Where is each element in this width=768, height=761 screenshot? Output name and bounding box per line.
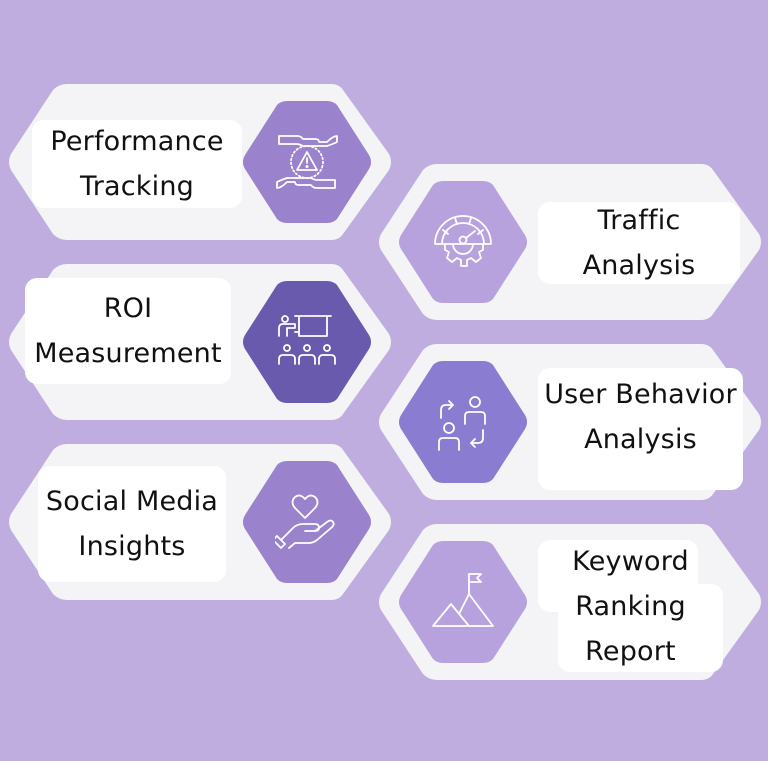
label-line-2: Analysis	[584, 424, 697, 455]
card-traffic-analysis: Traffic Analysis	[375, 162, 765, 322]
label-box: Social Media Insights	[38, 466, 226, 582]
hands-protect-warning-icon	[276, 135, 338, 189]
label-box: Traffic Analysis	[538, 202, 740, 284]
label-line-2: Tracking	[79, 171, 194, 202]
label-bg-bottom	[558, 584, 723, 672]
gauge-gear-icon	[434, 215, 492, 267]
label-line-1: Performance	[50, 126, 224, 157]
label-line-1: Keyword	[572, 545, 689, 577]
label-line-2: Analysis	[582, 250, 696, 281]
heart-in-hand-icon	[275, 494, 335, 549]
label-line-1: User Behavior	[544, 379, 737, 410]
label-line-2: Insights	[78, 531, 186, 562]
label-box: Keyword Ranking Report	[538, 540, 723, 672]
label-box: User Behavior Analysis	[538, 368, 743, 490]
icon-hexagon	[397, 361, 529, 483]
presentation-audience-icon	[278, 315, 336, 365]
label-line-2: Ranking	[575, 590, 686, 622]
card-roi-measurement: ROI Measurement	[5, 262, 395, 422]
card-user-behavior-analysis: User Behavior Analysis	[375, 342, 765, 502]
label-line-1: Social Media	[45, 486, 219, 517]
card-social-media-insights: Social Media Insights	[5, 442, 395, 602]
card-performance-tracking: Performance Tracking	[5, 82, 395, 242]
mountain-flag-icon	[432, 573, 494, 627]
card-keyword-ranking-report: Keyword Ranking Report	[375, 522, 765, 682]
label-line-1: ROI	[103, 293, 153, 324]
label-line-3: Report	[585, 635, 676, 667]
icon-hexagon	[397, 541, 529, 663]
icon-hexagon	[241, 281, 373, 403]
label-line-2: Measurement	[34, 338, 222, 369]
icon-hexagon	[241, 461, 373, 583]
label-box: Performance Tracking	[32, 120, 242, 208]
label-line-1: Traffic	[597, 205, 681, 236]
icon-hexagon	[397, 181, 529, 303]
users-exchange-icon	[438, 396, 486, 451]
label-box: ROI Measurement	[25, 278, 231, 384]
icon-hexagon	[241, 101, 373, 223]
